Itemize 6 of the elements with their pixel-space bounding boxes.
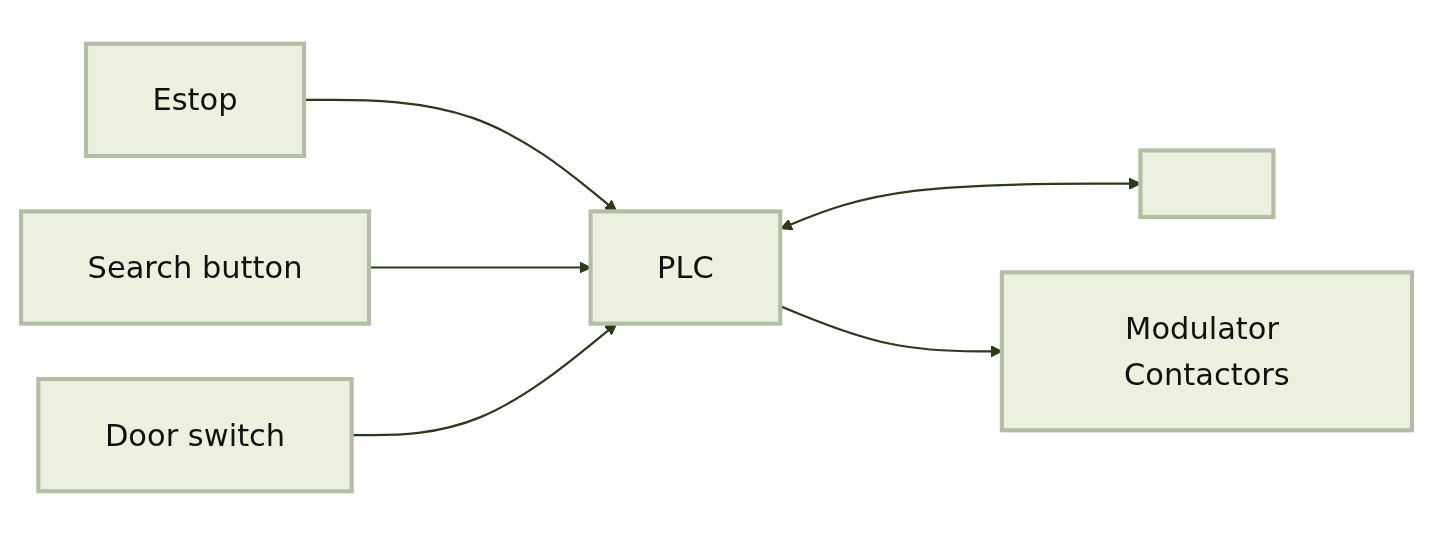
node-box: Door switch (36, 376, 354, 494)
node-box (1138, 148, 1276, 219)
node-box: Modulator Contactors (999, 270, 1414, 433)
node-box: PLC (588, 209, 783, 326)
node-box: Search button (19, 209, 372, 326)
node-box: Estop (83, 41, 307, 159)
